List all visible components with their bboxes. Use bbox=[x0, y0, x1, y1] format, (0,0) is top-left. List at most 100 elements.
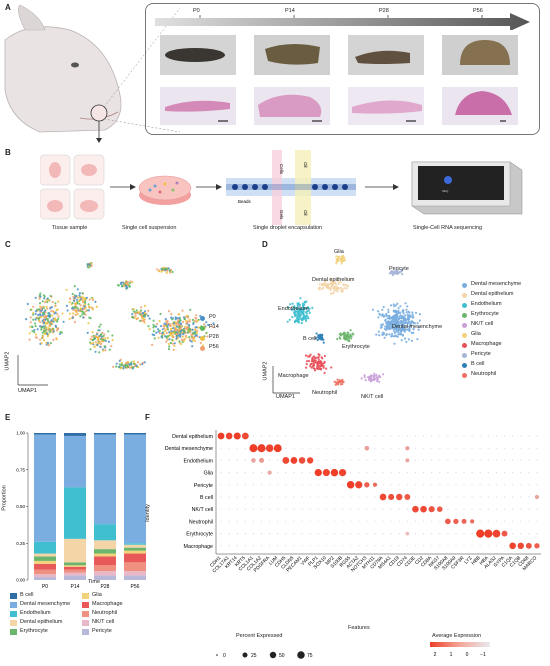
background-dot bbox=[512, 435, 514, 437]
tooth-photos bbox=[160, 35, 518, 125]
umap-d-point bbox=[417, 328, 420, 331]
umap-d-point bbox=[313, 356, 317, 360]
background-dot bbox=[236, 496, 238, 498]
background-dot bbox=[479, 447, 481, 449]
umap-c-point bbox=[107, 340, 110, 343]
legend-swatch bbox=[82, 602, 89, 608]
background-dot bbox=[350, 533, 352, 535]
size-legend-dot bbox=[297, 651, 305, 659]
background-dot bbox=[366, 533, 368, 535]
umap-d-point bbox=[385, 312, 388, 316]
background-dot bbox=[301, 545, 303, 547]
umap-c-point bbox=[163, 327, 166, 330]
umap-c-point bbox=[49, 330, 52, 334]
background-dot bbox=[366, 520, 368, 522]
umap-c-point bbox=[99, 337, 102, 341]
umap-d-point bbox=[364, 379, 367, 382]
background-dot bbox=[374, 472, 376, 474]
umap-d-point bbox=[316, 367, 319, 371]
background-dot bbox=[285, 484, 287, 486]
umap-c-point bbox=[98, 329, 101, 332]
expression-dot bbox=[267, 470, 272, 475]
umap-c-point bbox=[173, 344, 176, 347]
legend-label: Glia bbox=[471, 331, 481, 337]
background-dot bbox=[487, 520, 489, 522]
umap-c-point bbox=[188, 338, 191, 341]
umap-c-point bbox=[167, 342, 170, 346]
umap-c-point bbox=[57, 327, 60, 330]
background-dot bbox=[374, 435, 376, 437]
umap-c-point bbox=[49, 342, 52, 345]
background-dot bbox=[495, 520, 498, 522]
background-dot bbox=[503, 435, 506, 437]
umap-c-point bbox=[79, 304, 82, 307]
background-dot bbox=[325, 484, 327, 486]
umap-d-point bbox=[319, 337, 322, 340]
umap-c-point bbox=[38, 297, 41, 300]
bar-segment bbox=[64, 435, 86, 488]
umap-d-point bbox=[381, 331, 384, 334]
umap-d-point bbox=[304, 316, 307, 319]
umap-d-point bbox=[307, 359, 310, 363]
umap-c-point bbox=[32, 305, 35, 308]
bar-e-ylabel: Proportion bbox=[1, 485, 8, 511]
background-dot bbox=[382, 459, 384, 461]
umap-c-point bbox=[140, 315, 143, 318]
background-dot bbox=[333, 533, 336, 535]
umap-c-point bbox=[26, 302, 29, 306]
umap-d-point bbox=[391, 319, 394, 322]
umap-c-point bbox=[190, 333, 193, 337]
background-dot bbox=[277, 484, 279, 486]
background-dot bbox=[422, 533, 425, 535]
background-dot bbox=[382, 484, 384, 486]
background-dot bbox=[341, 545, 344, 547]
umap-c-point bbox=[119, 358, 122, 361]
legend-swatch bbox=[10, 602, 17, 608]
umap-d-point bbox=[401, 326, 404, 330]
umap-c-point bbox=[71, 292, 74, 296]
umap-c-point bbox=[49, 321, 53, 324]
umap-d-point bbox=[297, 318, 300, 321]
background-dot bbox=[228, 533, 230, 535]
umap-d-point bbox=[333, 290, 336, 293]
background-dot bbox=[382, 508, 384, 510]
umap-d-point bbox=[395, 315, 398, 318]
umap-c-point bbox=[111, 338, 114, 342]
umap-d-point bbox=[346, 339, 349, 342]
bar-segment bbox=[64, 433, 86, 436]
umap-d-point bbox=[342, 254, 345, 257]
background-dot bbox=[536, 533, 538, 535]
umap-d-point bbox=[350, 337, 353, 340]
umap-c-point bbox=[170, 318, 174, 321]
umap-c-point bbox=[192, 322, 195, 326]
umap-d-point bbox=[381, 308, 384, 311]
umap-d-point bbox=[336, 378, 339, 381]
background-dot bbox=[479, 520, 481, 522]
background-dot bbox=[341, 484, 344, 486]
background-dot bbox=[463, 484, 465, 486]
background-dot bbox=[406, 508, 408, 510]
background-dot bbox=[333, 447, 336, 449]
umap-c-point bbox=[161, 268, 164, 271]
umap-c-point bbox=[102, 349, 105, 352]
background-dot bbox=[414, 545, 417, 547]
background-dot bbox=[447, 533, 449, 535]
umap-c-point bbox=[172, 331, 175, 334]
background-dot bbox=[260, 484, 263, 486]
bar-e-xlabel: Time bbox=[88, 579, 101, 585]
umap-c-point bbox=[155, 322, 159, 326]
umap-d-point bbox=[326, 279, 329, 282]
expression-dot bbox=[217, 432, 225, 440]
background-dot bbox=[285, 545, 287, 547]
umap-c-point bbox=[48, 312, 51, 315]
background-dot bbox=[301, 520, 303, 522]
umap-d-point bbox=[409, 315, 412, 318]
bar-segment bbox=[124, 575, 146, 580]
umap-d-point bbox=[344, 336, 347, 339]
umap-d-point bbox=[317, 355, 320, 359]
umap-c-point bbox=[57, 317, 60, 320]
background-dot bbox=[325, 533, 327, 535]
umap-c-point bbox=[169, 324, 172, 328]
umap-c-point bbox=[57, 315, 60, 318]
umap-c-point bbox=[98, 335, 101, 338]
